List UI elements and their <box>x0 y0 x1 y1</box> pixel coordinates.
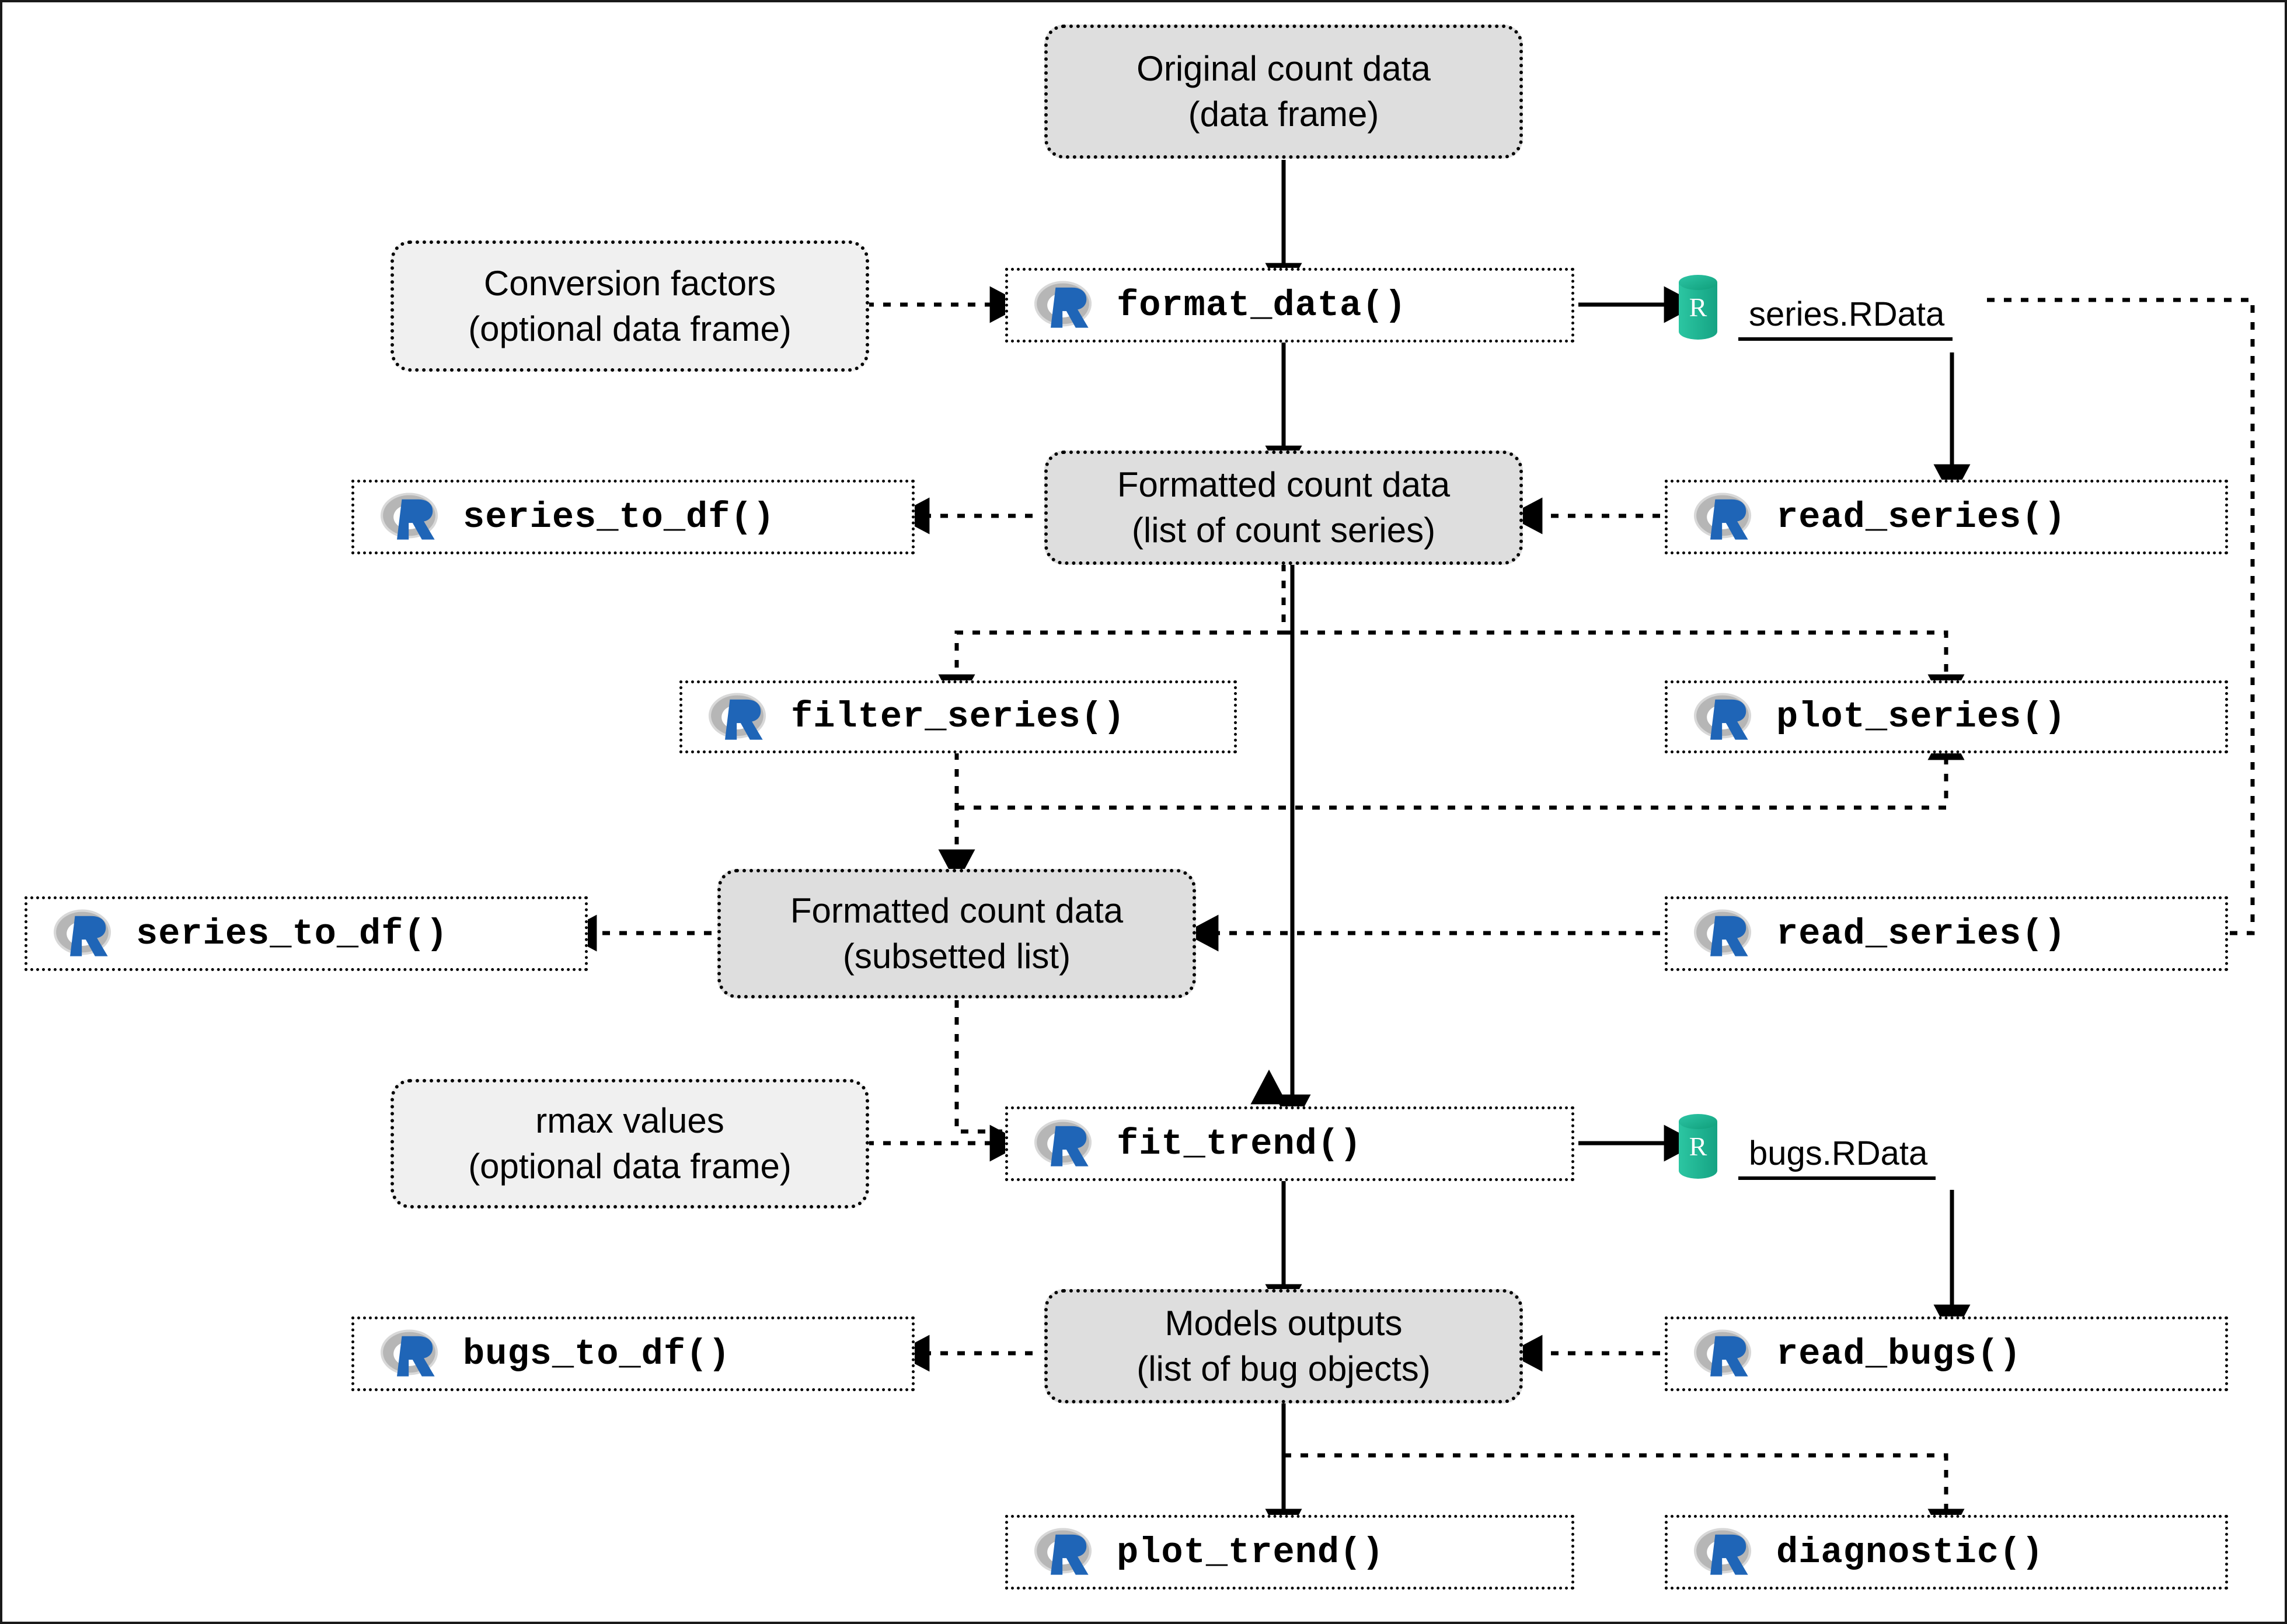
node-rmax-values[interactable]: rmax values (optional data frame) <box>391 1079 869 1209</box>
node-bugs-to-df[interactable]: bugs_to_df() <box>351 1316 915 1391</box>
r-logo-icon <box>1034 1119 1092 1167</box>
r-logo-icon <box>53 909 111 956</box>
node-line-2: (subsetted list) <box>842 937 1071 976</box>
node-diagnostic[interactable]: diagnostic() <box>1665 1515 2228 1590</box>
function-label: read_series() <box>1776 496 2066 538</box>
node-line-2: (list of bug objects) <box>1136 1349 1431 1388</box>
node-series-rdata[interactable]: R series.RData <box>1673 266 2000 341</box>
node-series-to-df-sub[interactable]: series_to_df() <box>25 896 588 971</box>
function-label: bugs_to_df() <box>463 1333 731 1375</box>
node-line-1: Models outputs <box>1165 1304 1403 1343</box>
node-plot-trend[interactable]: plot_trend() <box>1005 1515 1574 1590</box>
edge-formatted-to-filterseries <box>938 564 1286 710</box>
node-bugs-rdata[interactable]: R bugs.RData <box>1673 1105 2000 1180</box>
rdata-cylinder-icon: R <box>1679 275 1717 340</box>
r-logo-icon <box>708 692 766 740</box>
node-original-count-data[interactable]: Original count data (data frame) <box>1044 25 1523 159</box>
edge-seriesrdata-to-readseries-sub <box>1987 298 2255 952</box>
node-line-1: Conversion factors <box>483 263 776 303</box>
function-label: diagnostic() <box>1776 1531 2044 1573</box>
function-label: format_data() <box>1117 284 1407 326</box>
edge-models-to-diagnostic <box>1284 1453 1965 1544</box>
node-read-series-top[interactable]: read_series() <box>1665 480 2228 554</box>
r-logo-icon <box>1693 493 1752 540</box>
function-label: read_series() <box>1776 913 2066 955</box>
node-filter-series[interactable]: filter_series() <box>679 680 1237 753</box>
function-label: plot_trend() <box>1117 1531 1385 1573</box>
node-read-bugs[interactable]: read_bugs() <box>1665 1316 2228 1391</box>
r-logo-icon <box>1693 909 1752 956</box>
node-line-1: Formatted count data <box>790 891 1124 930</box>
node-models-outputs[interactable]: Models outputs (list of bug objects) <box>1044 1289 1523 1403</box>
function-label: series_to_df() <box>463 496 775 538</box>
node-format-data[interactable]: format_data() <box>1005 268 1574 343</box>
r-logo-icon <box>380 1329 438 1377</box>
svg-text:R: R <box>1689 1131 1707 1161</box>
function-label: filter_series() <box>791 696 1126 738</box>
function-label: fit_trend() <box>1117 1123 1362 1165</box>
node-line-2: (data frame) <box>1188 95 1379 134</box>
node-line-2: (list of count series) <box>1131 511 1436 550</box>
edge-formatted-to-plotseries <box>1284 630 1965 710</box>
node-conversion-factors[interactable]: Conversion factors (optional data frame) <box>391 240 869 372</box>
node-line-1: Original count data <box>1136 49 1431 88</box>
r-logo-icon <box>1693 1329 1752 1377</box>
node-series-to-df-top[interactable]: series_to_df() <box>351 480 915 554</box>
node-line-1: Formatted count data <box>1117 465 1451 504</box>
edge-subsetted-to-plotseries <box>957 725 1965 810</box>
function-label: plot_series() <box>1776 696 2066 738</box>
r-logo-icon <box>1034 1528 1092 1575</box>
r-logo-icon <box>380 493 438 540</box>
file-label: bugs.RData <box>1738 1137 1936 1180</box>
node-read-series-sub[interactable]: read_series() <box>1665 896 2228 971</box>
node-line-2: (optional data frame) <box>468 309 792 348</box>
node-plot-series[interactable]: plot_series() <box>1665 680 2228 753</box>
node-line-2: (optional data frame) <box>468 1147 792 1186</box>
function-label: series_to_df() <box>136 913 448 955</box>
svg-text:R: R <box>1689 292 1707 322</box>
node-fit-trend[interactable]: fit_trend() <box>1005 1106 1574 1181</box>
r-logo-icon <box>1693 1528 1752 1575</box>
file-label: series.RData <box>1738 298 1953 341</box>
r-logo-icon <box>1034 281 1092 328</box>
function-label: read_bugs() <box>1776 1333 2022 1375</box>
r-logo-icon <box>1693 692 1752 740</box>
rdata-cylinder-icon: R <box>1679 1114 1717 1179</box>
node-formatted-count-data-subsetted[interactable]: Formatted count data (subsetted list) <box>717 869 1196 998</box>
node-line-1: rmax values <box>535 1101 724 1140</box>
node-formatted-count-data[interactable]: Formatted count data (list of count seri… <box>1044 450 1523 565</box>
